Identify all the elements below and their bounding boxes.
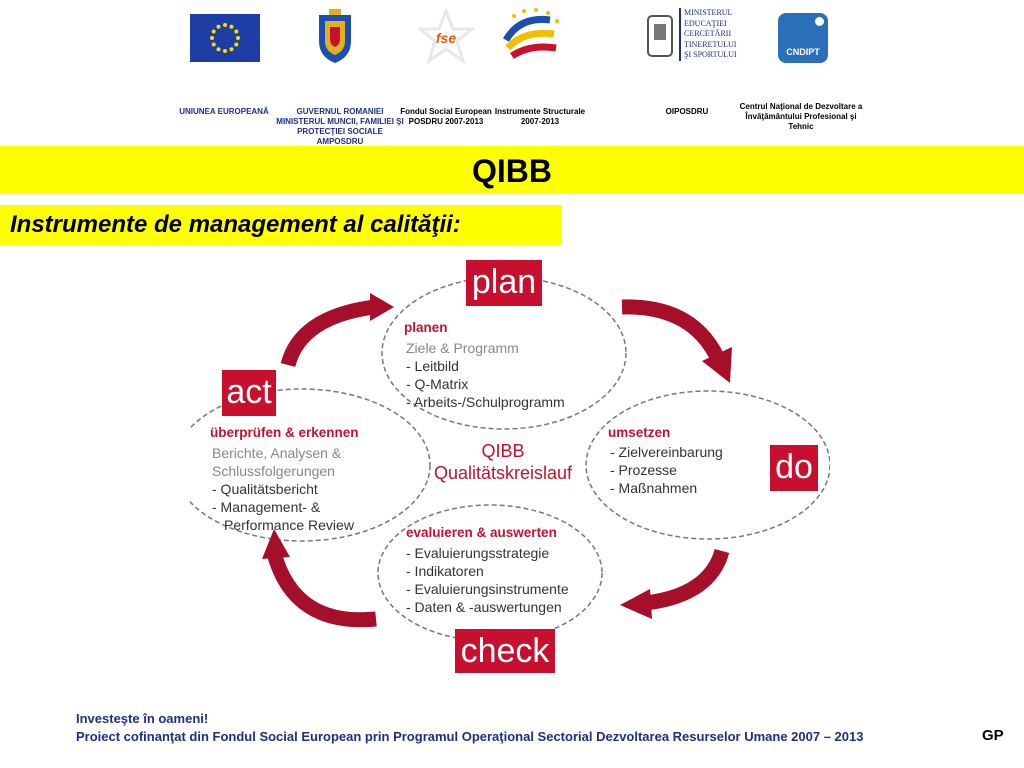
gov-label-line: AMPOSDRU: [316, 137, 364, 146]
umsetzen-item: - Prozesse: [610, 462, 677, 478]
evaluieren-item: - Evaluierungsinstrumente: [406, 581, 569, 597]
ministry-education-logo: MINISTERUL EDUCAŢIEI CERCETĂRII TINERETU…: [645, 8, 737, 66]
cndipt-label: Centrul Naţional de Dezvoltare a Învăţăm…: [738, 102, 864, 132]
fse-logo: fse: [415, 6, 477, 65]
cndipt-logo: CNDIPT: [778, 13, 828, 63]
ministry-line: CERCETĂRII: [684, 29, 732, 38]
evaluieren-item: - Evaluierungsstrategie: [406, 545, 550, 561]
ministry-line: ŞI SPORTULUI: [684, 50, 737, 59]
gov-label-line: MINISTERUL MUNCII, FAMILIEI ŞI: [276, 117, 404, 126]
planen-item: - Leitbild: [406, 358, 459, 374]
evaluieren-item: - Daten & -auswertungen: [406, 599, 562, 615]
arrow-act-to-plan: [280, 299, 376, 368]
fse-logo-text: fse: [436, 30, 456, 46]
ministry-line: TINERETULUI: [684, 39, 737, 49]
footer-slogan: Investeşte în oameni!: [76, 711, 209, 726]
planen-title: planen: [404, 320, 448, 335]
cndipt-logo-text: CNDIPT: [786, 47, 820, 57]
umsetzen-ellipse: [585, 390, 830, 540]
is-label: Instrumente Structurale 2007-2013: [494, 107, 586, 127]
arrowhead-plan-to-do: [702, 347, 732, 383]
ministry-line: EDUCAŢIEI: [684, 18, 727, 28]
cndipt-label-line: Tehnic: [788, 122, 814, 131]
romania-coat-of-arms-logo: [313, 7, 357, 65]
page-subtitle: Instrumente de management al calităţii:: [10, 211, 461, 238]
ueberpruefen-subtitle: Schlussfolgerungen: [212, 463, 335, 479]
ueberpruefen-item: Performance Review: [224, 517, 354, 533]
evaluieren-item: - Indikatoren: [406, 563, 484, 579]
arrowhead-do-to-check: [620, 589, 652, 619]
stage-act-label: act: [222, 370, 276, 416]
arrow-check-to-act: [266, 550, 377, 628]
footer-gp-mark: GP: [982, 727, 1004, 744]
planen-item: - Q-Matrix: [406, 376, 469, 392]
arrow-do-to-check: [644, 548, 730, 611]
stage-check-label: check: [455, 629, 555, 673]
ministry-line: MINISTERUL: [684, 8, 733, 17]
gov-label: GUVERNUL ROMANIEI MINISTERUL MUNCII, FAM…: [270, 107, 410, 147]
ueberpruefen-title: überprüfen & erkennen: [210, 425, 359, 440]
subtitle-bar: Instrumente de management al calităţii:: [0, 205, 562, 245]
cndipt-dot: [815, 17, 824, 26]
title-bar: QIBB: [0, 146, 1024, 194]
stage-plan-label: plan: [466, 260, 542, 306]
cycle-shapes: [190, 276, 830, 642]
fse-label-line: Fondul Social European: [400, 107, 492, 116]
ueberpruefen-subtitle: Berichte, Analysen &: [212, 445, 342, 461]
cndipt-label-line: Învăţământului Profesional şi: [745, 112, 857, 121]
qibb-cycle-diagram: plan act do check planen Ziele & Program…: [190, 255, 830, 685]
evaluieren-title: evaluieren & auswerten: [406, 525, 557, 540]
fse-label-line: POSDRU 2007-2013: [408, 117, 484, 126]
footer-project-note: Proiect cofinanţat din Fondul Social Eur…: [76, 729, 864, 744]
arrowhead-check-to-act: [262, 529, 290, 559]
gov-label-line: PROTECŢIEI SOCIALE: [297, 127, 383, 136]
cndipt-label-line: Centrul Naţional de Dezvoltare a: [739, 102, 863, 111]
is-label-line: 2007-2013: [520, 117, 560, 126]
arrow-plan-to-do: [621, 299, 723, 359]
center-subtitle: Qualitätskreislauf: [433, 463, 573, 483]
gov-label-line: GUVERNUL ROMANIEI: [296, 107, 384, 116]
ueberpruefen-item: - Management- &: [212, 499, 321, 515]
arrowhead-act-to-plan: [370, 293, 394, 321]
umsetzen-item: - Zielvereinbarung: [610, 444, 723, 460]
instrumente-structurale-logo: [500, 6, 564, 68]
fse-label: Fondul Social European POSDRU 2007-2013: [400, 107, 492, 127]
umsetzen-title: umsetzen: [608, 425, 671, 440]
ueberpruefen-ellipse: [190, 388, 431, 542]
ueberpruefen-item: - Qualitätsbericht: [212, 481, 318, 497]
umsetzen-item: - Maßnahmen: [610, 480, 698, 496]
eu-label: UNIUNEA EUROPEANĂ: [179, 107, 269, 116]
center-title: QIBB: [481, 441, 525, 461]
planen-item: - Arbeits-/Schulprogramm: [406, 394, 565, 410]
page-title: QIBB: [472, 153, 552, 189]
planen-subtitle: Ziele & Programm: [406, 340, 519, 356]
oiposdru-label: OIPOSDRU: [665, 107, 709, 116]
eu-flag-logo: [190, 14, 260, 62]
stage-do-label: do: [770, 445, 818, 491]
is-label-line: Instrumente Structurale: [494, 107, 586, 116]
evaluieren-ellipse: [377, 504, 603, 642]
